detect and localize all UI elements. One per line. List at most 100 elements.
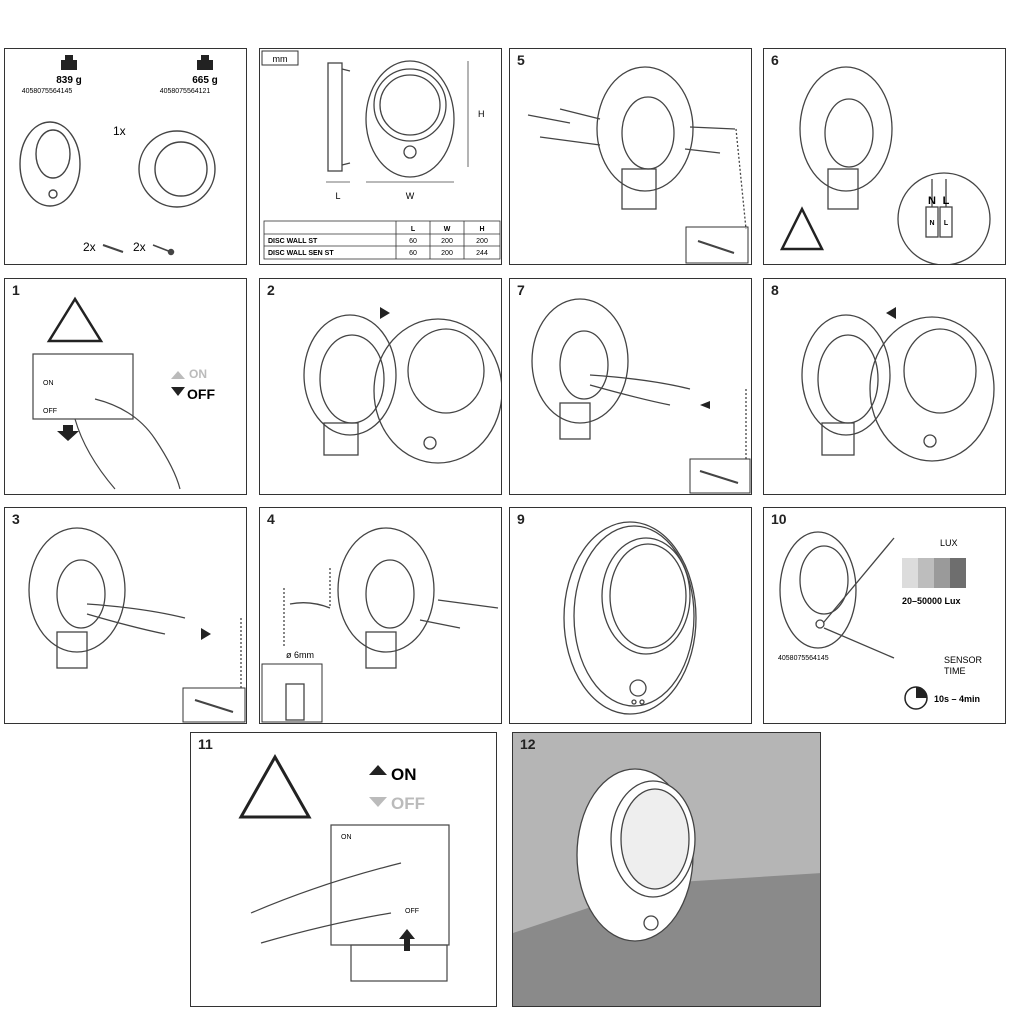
table-header-w: W bbox=[444, 226, 451, 233]
drill-holes-drawing: ø 6mm bbox=[261, 527, 499, 723]
remove-cover-drawing bbox=[303, 307, 501, 464]
sensor-label: SENSOR bbox=[944, 655, 983, 665]
panel-step-3: 3 bbox=[4, 507, 247, 724]
arrow-down-icon bbox=[369, 797, 387, 807]
lux-swatch bbox=[918, 558, 934, 588]
arrow-up-icon bbox=[171, 371, 185, 379]
table-header-l: L bbox=[411, 226, 416, 233]
breaker-off: OFF bbox=[405, 908, 419, 915]
lux-swatch bbox=[902, 558, 918, 588]
table-cell: 200 bbox=[441, 250, 453, 257]
switch-off-drawing: ON OFF ON OFF bbox=[32, 296, 215, 490]
step-number: 6 bbox=[771, 52, 779, 68]
dimensions-drawing: mm L W H L W H DISC WALL ST bbox=[261, 50, 501, 260]
arrow-up-icon bbox=[369, 765, 387, 775]
step-number: 12 bbox=[520, 736, 536, 752]
table-row-name: DISC WALL SEN ST bbox=[268, 250, 334, 257]
arrow-left-icon bbox=[700, 401, 710, 409]
table-cell: 60 bbox=[409, 238, 417, 245]
breaker-on: ON bbox=[341, 834, 352, 841]
installed-scene-drawing bbox=[513, 768, 820, 1006]
dim-h: H bbox=[478, 109, 485, 119]
step-number: 3 bbox=[12, 511, 20, 527]
warning-icon bbox=[46, 296, 104, 343]
table-row-name: DISC WALL ST bbox=[268, 238, 318, 245]
weight-st: 839 g bbox=[56, 75, 82, 86]
panel-step-4: 4 ø 6mm bbox=[259, 507, 502, 724]
wiring-drawing: N L N L bbox=[779, 66, 991, 264]
warning-icon bbox=[238, 753, 312, 819]
panel-step-8: 8 bbox=[763, 278, 1006, 495]
panel-step-10: 10 LUX 20–50000 Lux 4058075564145 SENSOR… bbox=[763, 507, 1006, 724]
arrow-right-icon bbox=[380, 307, 390, 319]
arrow-right-icon bbox=[201, 628, 211, 640]
wire-neutral: N bbox=[928, 195, 936, 207]
table-cell: 244 bbox=[476, 250, 488, 257]
panel-step-9: 9 bbox=[509, 507, 752, 724]
dim-l: L bbox=[335, 191, 340, 201]
lux-swatch bbox=[950, 558, 966, 588]
weight-sen: 665 g bbox=[192, 75, 218, 86]
panel-step-12: 12 bbox=[512, 732, 821, 1007]
panel-step-1: 1 ON OFF ON OFF bbox=[4, 278, 247, 495]
front-view bbox=[365, 60, 455, 178]
dim-w: W bbox=[406, 191, 415, 201]
step-number: 7 bbox=[517, 282, 525, 298]
switch-on-drawing: ON OFF ON OFF bbox=[238, 753, 450, 982]
luminaire-sensor-drawing bbox=[19, 121, 81, 207]
step-number: 11 bbox=[198, 736, 213, 752]
panel-contents: 839 g 4058075564145 665 g 4058075564121 … bbox=[4, 48, 247, 265]
weight-icon bbox=[197, 55, 213, 70]
timer-icon bbox=[904, 686, 928, 710]
unit-label: mm bbox=[273, 54, 288, 64]
table-cell: 200 bbox=[441, 238, 453, 245]
dimension-lines bbox=[326, 61, 469, 183]
label-on: ON bbox=[189, 367, 207, 381]
settings-code: 4058075564145 bbox=[778, 655, 829, 662]
drill-diameter: ø 6mm bbox=[286, 650, 314, 660]
attach-cover-drawing bbox=[801, 307, 995, 462]
code-sen: 4058075564121 bbox=[160, 88, 211, 95]
panel-step-5: 5 bbox=[509, 48, 752, 265]
luminaire-round-drawing bbox=[138, 130, 216, 208]
dowel-icon bbox=[102, 244, 124, 253]
time-label: TIME bbox=[944, 666, 966, 676]
panel-step-2: 2 bbox=[259, 278, 502, 495]
arrow-down-icon bbox=[57, 425, 79, 441]
label-on: ON bbox=[391, 765, 417, 784]
contents-illustration: 839 g 4058075564145 665 g 4058075564121 … bbox=[19, 55, 218, 256]
dimension-table: L W H DISC WALL ST 60 200 200 DISC WALL … bbox=[263, 220, 501, 260]
weight-icon bbox=[61, 55, 77, 70]
breaker-off: OFF bbox=[43, 408, 57, 415]
wire-live: L bbox=[943, 195, 950, 207]
terminal-n: N bbox=[929, 220, 934, 227]
lux-range: 20–50000 Lux bbox=[902, 596, 961, 606]
label-off: OFF bbox=[187, 386, 215, 402]
table-header-h: H bbox=[479, 226, 484, 233]
arrow-left-icon bbox=[886, 307, 896, 319]
installed-luminaire bbox=[576, 768, 696, 942]
time-range: 10s – 4min bbox=[934, 694, 980, 704]
breaker-on: ON bbox=[43, 380, 54, 387]
arrow-down-icon bbox=[171, 387, 185, 396]
step-number: 4 bbox=[267, 511, 275, 527]
lux-swatch bbox=[934, 558, 950, 588]
panel-step-11: 11 ON OFF ON OFF bbox=[190, 732, 497, 1007]
panel-dimensions: mm L W H L W H DISC WALL ST bbox=[259, 48, 502, 265]
step-number: 10 bbox=[771, 511, 787, 527]
label-off: OFF bbox=[391, 794, 425, 813]
step-number: 9 bbox=[517, 511, 525, 527]
arrow-up-icon bbox=[399, 929, 415, 951]
disconnect-wires-drawing bbox=[28, 527, 246, 723]
side-view bbox=[327, 62, 351, 172]
step-number: 1 bbox=[12, 282, 20, 298]
terminal-l: L bbox=[944, 220, 949, 227]
installed-luminaire-drawing bbox=[563, 521, 697, 715]
step-number: 2 bbox=[267, 282, 275, 298]
warning-icon bbox=[779, 206, 825, 251]
step-number: 5 bbox=[517, 52, 525, 68]
sensor-settings-drawing: LUX 20–50000 Lux 4058075564145 SENSOR TI… bbox=[778, 531, 983, 710]
screw-icon bbox=[152, 244, 175, 256]
floor bbox=[513, 873, 820, 1006]
mounting-plate-screws-drawing bbox=[527, 66, 749, 264]
